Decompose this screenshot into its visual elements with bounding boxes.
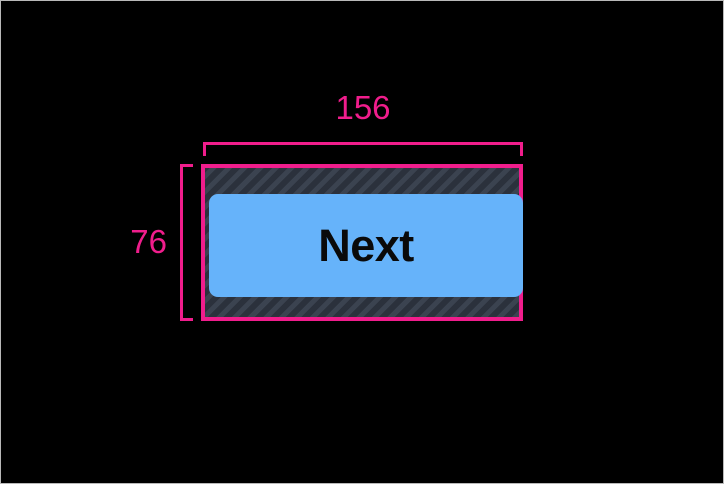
width-dimension-label: 156: [335, 89, 391, 126]
height-dimension-bracket: [180, 164, 193, 321]
next-button-label: Next: [318, 220, 414, 271]
next-button[interactable]: Next: [209, 194, 523, 297]
width-dimension-bracket: [203, 142, 523, 156]
measured-element-outline: Next: [201, 164, 523, 321]
height-dimension-label: 76: [130, 223, 167, 260]
